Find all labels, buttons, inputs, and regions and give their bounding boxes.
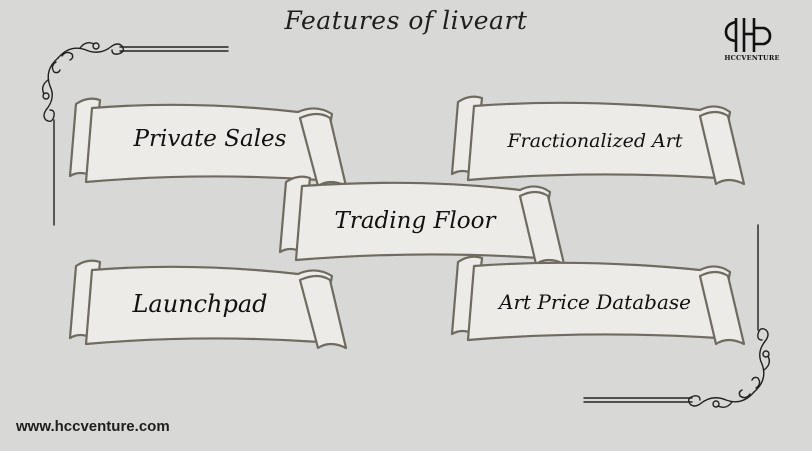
banner-private-sales bbox=[68, 97, 348, 188]
banner-trading-floor bbox=[278, 175, 566, 266]
hccventure-logo: HCCVENTURE bbox=[722, 14, 782, 64]
feature-label-launchpad: Launchpad bbox=[132, 290, 268, 318]
page-title: Features of liveart bbox=[284, 6, 528, 35]
banner-fractionalized-art bbox=[450, 95, 746, 186]
feature-label-fractionalized-art: Fractionalized Art bbox=[507, 130, 683, 152]
feature-label-art-price-database: Art Price Database bbox=[499, 290, 691, 314]
logo-text: HCCVENTURE bbox=[724, 54, 780, 62]
feature-label-trading-floor: Trading Floor bbox=[334, 208, 496, 234]
banner-launchpad bbox=[68, 259, 348, 350]
logo-monogram-icon bbox=[724, 18, 772, 52]
footer-url: www.hccventure.com bbox=[16, 418, 170, 435]
feature-label-private-sales: Private Sales bbox=[133, 126, 287, 152]
banner-art-price-database bbox=[450, 255, 746, 346]
